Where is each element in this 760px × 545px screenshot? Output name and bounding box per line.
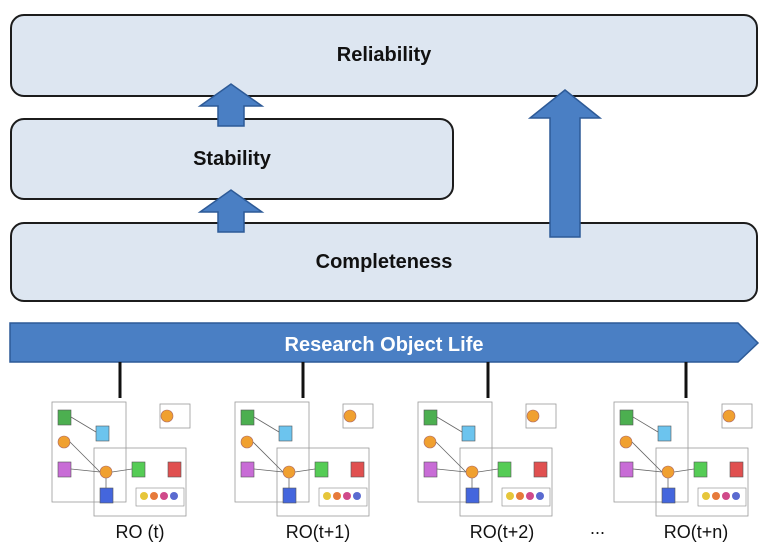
research-object-life-arrow <box>9 322 760 363</box>
stability-label: Stability <box>193 147 271 170</box>
reliability-label: Reliability <box>336 44 432 66</box>
ellipsis: ... <box>590 518 606 538</box>
ro-label-t1: RO(t+1) <box>285 522 351 542</box>
ro-label-tn: RO(t+n) <box>663 522 729 542</box>
ro-snapshot-thumbnail <box>51 401 191 517</box>
ro-label-t: RO (t) <box>115 522 165 542</box>
ro-label-t2: RO(t+2) <box>469 522 535 542</box>
research-object-life-label: Research Object Life <box>285 334 484 356</box>
completeness-label: Completeness <box>315 250 453 273</box>
reliability-box: Reliability <box>10 14 758 97</box>
arrow-completeness-to-stability <box>197 189 265 233</box>
arrow-completeness-to-reliability <box>527 89 603 238</box>
ro-snapshot-thumbnail <box>613 401 753 517</box>
ro-snapshot-thumbnail <box>417 401 557 517</box>
completeness-box: Completeness <box>10 222 758 302</box>
ro-snapshot-thumbnail <box>234 401 374 517</box>
arrow-stability-to-reliability <box>197 83 265 127</box>
